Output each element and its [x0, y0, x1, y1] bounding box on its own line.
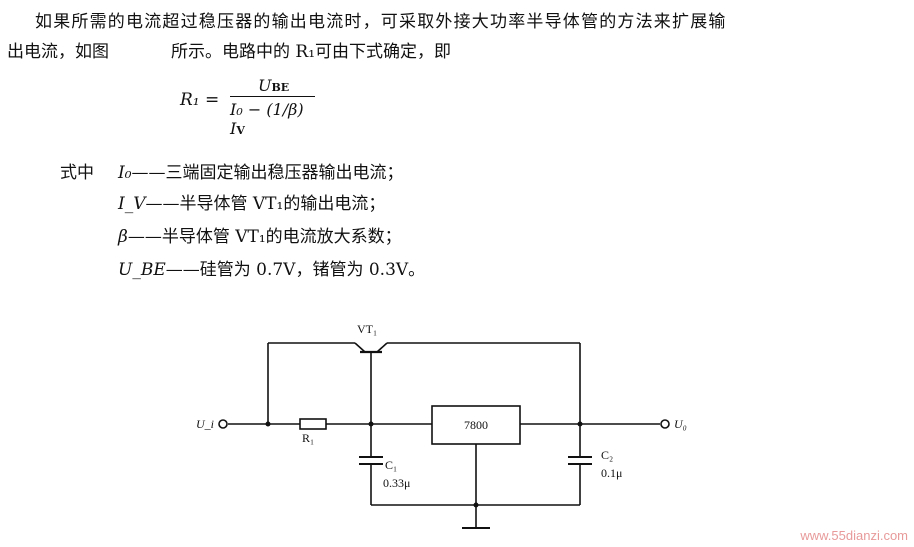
definition-beta: β——半导体管 VT₁的电流放大系数；	[118, 227, 402, 247]
junction-dot-3	[473, 502, 479, 508]
label-c2-value: 0.1μ	[601, 466, 622, 480]
resistor-r1	[299, 418, 327, 430]
fraction-bar	[230, 96, 315, 97]
definition-ube: U_BE——硅管为 0.7V，锗管为 0.3V。	[118, 260, 426, 280]
label-input: U_i	[196, 417, 214, 431]
label-c1-value: 0.33μ	[383, 476, 410, 490]
watermark: www.55dianzi.com	[800, 528, 908, 543]
paragraph-line-1: 如果所需的电流超过稳压器的输出电流时，可采取外接大功率半导体管的方法来扩展输	[35, 12, 727, 32]
definition-iv: I_V——半导体管 VT₁的输出电流；	[118, 194, 386, 214]
input-terminal	[218, 419, 228, 429]
label-output: U₀	[674, 417, 687, 431]
formula-denominator: I₀ − (1/β) IV	[230, 100, 304, 138]
output-terminal	[660, 419, 670, 429]
transistor-emitter	[354, 342, 366, 353]
label-r1: R₁	[302, 431, 314, 445]
junction-dot-1	[265, 421, 271, 427]
label-c2-name: C₂	[601, 448, 613, 462]
label-7800: 7800	[464, 418, 488, 432]
paragraph-line-2-b: 所示。电路中的 R₁可由下式确定，即	[171, 42, 452, 62]
transistor-collector	[376, 342, 388, 353]
paragraph-line-2-a: 出电流，如图	[7, 42, 109, 62]
formula-lhs: R₁ =	[180, 90, 220, 110]
paragraph-line-2: 出电流，如图 所示。电路中的 R₁可由下式确定，即	[7, 42, 451, 62]
label-vt1: VT₁	[357, 322, 377, 336]
junction-dot-2	[368, 421, 374, 427]
junction-dot-4	[577, 421, 583, 427]
definitions-intro: 式中	[60, 163, 94, 183]
label-c1-name: C₁	[385, 458, 397, 472]
r1-formula: R₁ = UBE I₀ − (1/β) IV	[180, 76, 330, 144]
formula-numerator: UBE	[258, 76, 290, 95]
definition-io: I₀——三端固定输出稳压器输出电流；	[118, 163, 404, 183]
